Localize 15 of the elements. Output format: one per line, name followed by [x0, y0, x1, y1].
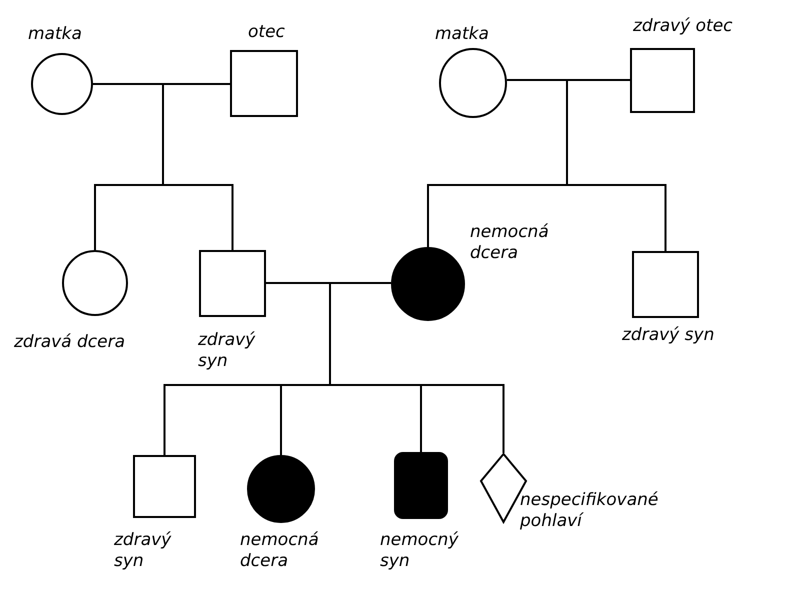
person-label: nespecifikované pohlaví	[520, 490, 660, 532]
person-label: nemocná dcera	[470, 222, 550, 264]
person-label: otec	[248, 22, 286, 44]
person-label: matka	[435, 24, 490, 46]
person-label: nemocný syn	[380, 530, 460, 572]
person-label: nemocná dcera	[240, 530, 320, 572]
descent-line	[566, 79, 666, 251]
person-label: zdravá dcera	[14, 332, 126, 354]
descent-line	[162, 83, 234, 250]
person-label: matka	[28, 24, 83, 46]
person-label: zdravý syn	[114, 530, 172, 572]
person-label: zdravý otec	[633, 16, 734, 38]
person-label: zdravý syn	[622, 325, 716, 346]
person-label: zdravý syn	[198, 330, 256, 372]
descent-line	[329, 282, 504, 453]
